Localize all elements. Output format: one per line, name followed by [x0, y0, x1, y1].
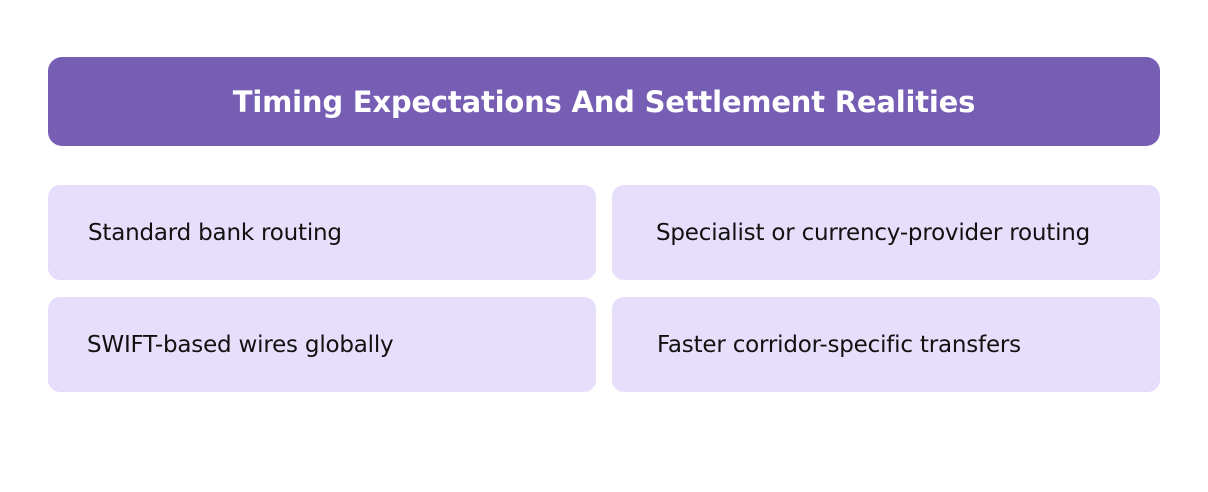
card-label: SWIFT-based wires globally: [87, 331, 394, 358]
card-label: Faster corridor-specific transfers: [657, 331, 1021, 358]
header-banner: Timing Expectations And Settlement Reali…: [48, 57, 1160, 146]
card-faster-corridor-transfers: Faster corridor-specific transfers: [612, 297, 1160, 392]
card-standard-bank-routing: Standard bank routing: [48, 185, 596, 280]
card-swift-wires: SWIFT-based wires globally: [48, 297, 596, 392]
page-title: Timing Expectations And Settlement Reali…: [232, 84, 976, 119]
card-specialist-routing: Specialist or currency-provider routing: [612, 185, 1160, 280]
card-label: Standard bank routing: [88, 219, 342, 246]
card-label: Specialist or currency-provider routing: [656, 219, 1091, 246]
